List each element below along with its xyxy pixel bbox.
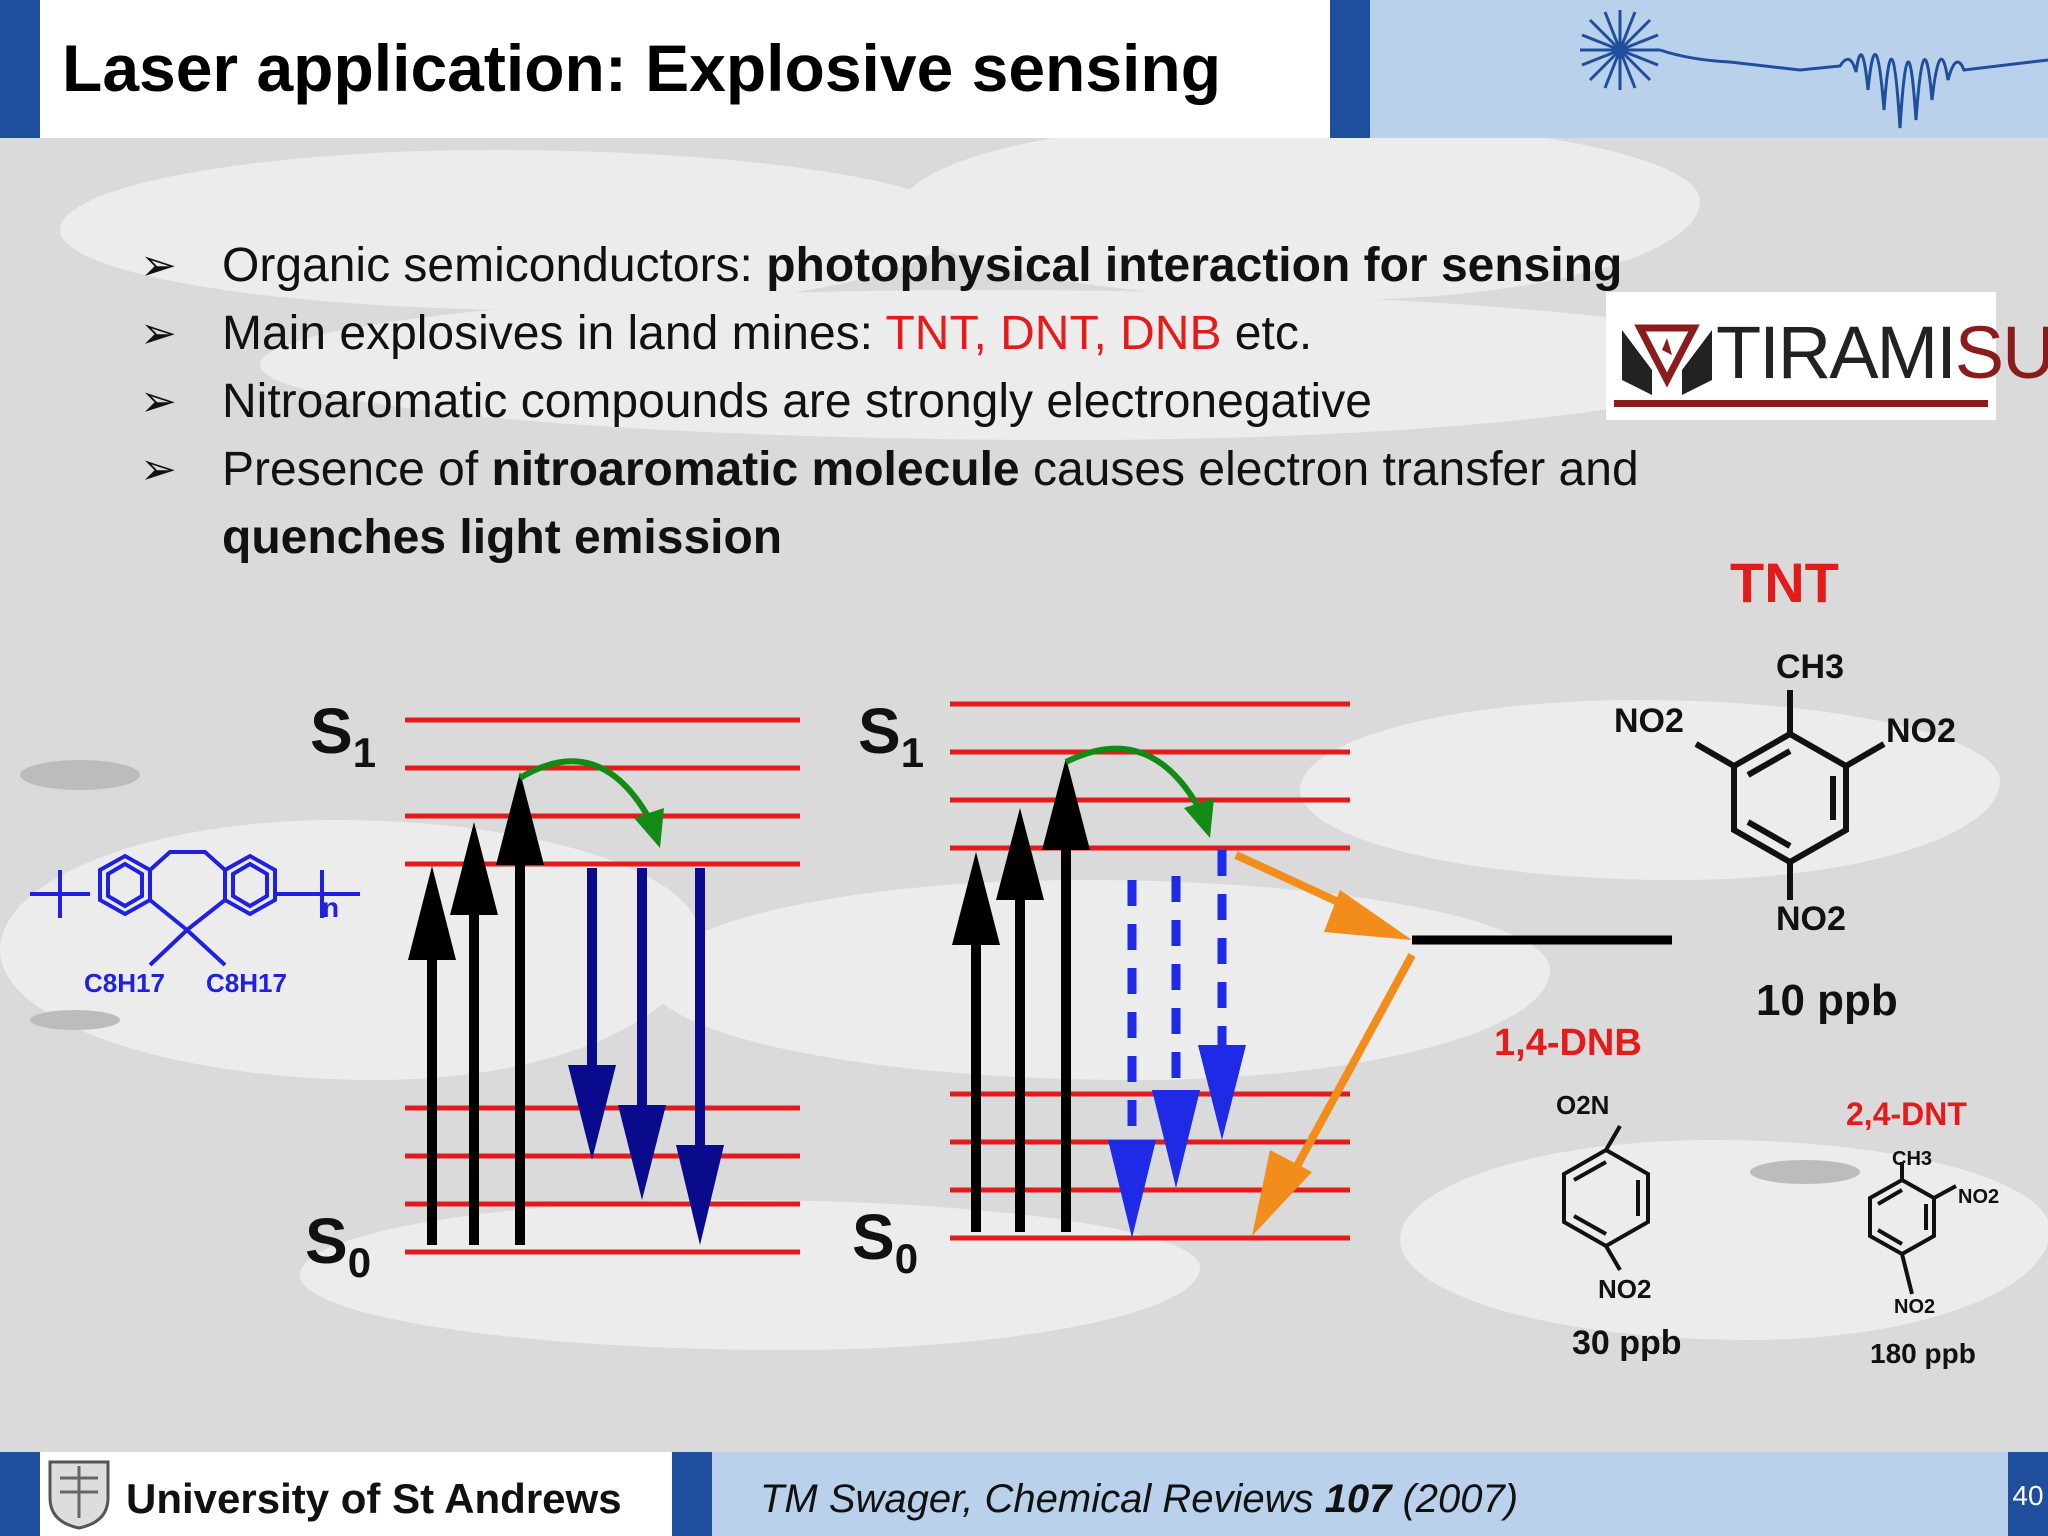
right-quenched-emission-arrows <box>1108 850 1246 1238</box>
bullet-text: Main explosives in land mines: <box>222 307 886 360</box>
right-s0-label: S0 <box>852 1201 919 1282</box>
left-s0-levels <box>405 1105 800 1255</box>
bullet-item: ➢ Presence of nitroaromatic molecule cau… <box>140 436 1740 572</box>
bullet-list: ➢ Organic semiconductors: photophysical … <box>140 232 1740 572</box>
right-relaxation-arrow <box>1064 745 1203 812</box>
tnt-no2-left-label: NO2 <box>1614 702 1684 740</box>
left-s1-levels <box>405 717 800 867</box>
right-s1-label: S1 <box>858 695 925 776</box>
header-title-panel <box>40 0 1330 138</box>
dnb-top-label: O2N <box>1556 1090 1610 1120</box>
left-absorption-arrows <box>408 772 544 1245</box>
polymer-side-chain-1: C8H17 <box>84 968 165 998</box>
tnt-structure <box>1694 690 1886 900</box>
dnt-name: 2,4-DNT <box>1846 1096 1967 1132</box>
footer-page-panel <box>2008 1452 2048 1536</box>
electron-transfer-arrows <box>1234 851 1416 1236</box>
bullet-text-red: TNT, DNT, DNB <box>885 307 1222 360</box>
dnt-detection-limit: 180 ppb <box>1870 1338 1976 1369</box>
tiramisu-logo: TIRAMISU <box>1606 292 2048 420</box>
dnb-name: 1,4-DNB <box>1494 1022 1642 1064</box>
footer-citation-panel <box>712 1452 2008 1536</box>
bullet-text-bold: quenches light emission <box>222 511 783 564</box>
tnt-name: TNT <box>1730 551 1839 614</box>
arrow-bullet-icon: ➢ <box>140 445 177 494</box>
bullet-item: ➢ Organic semiconductors: photophysical … <box>140 232 1740 300</box>
tnt-ch3-label: CH3 <box>1776 648 1845 686</box>
university-crest-icon <box>48 1460 110 1530</box>
page-title: Laser application: Explosive sensing <box>62 31 1222 105</box>
dnb-structure <box>1562 1124 1650 1272</box>
polymer-n-label: n <box>322 892 340 923</box>
citation: TM Swager, Chemical Reviews 107 (2007) <box>760 1477 1519 1521</box>
dnt-no2-bottom-label: NO2 <box>1894 1296 1936 1318</box>
tnt-no2-right-label: NO2 <box>1886 712 1956 750</box>
arrow-bullet-icon: ➢ <box>140 377 177 426</box>
bullet-item: ➢ Nitroaromatic compounds are strongly e… <box>140 368 1740 436</box>
university-name: University of St Andrews <box>126 1475 622 1522</box>
tnt-detection-limit: 10 ppb <box>1756 976 1898 1025</box>
polyfluorene-structure <box>30 850 360 967</box>
laser-pulse-icon <box>1580 10 2048 129</box>
footer-left-bar <box>0 1452 40 1536</box>
bullet-text: Organic semiconductors: <box>222 239 767 292</box>
header-separator <box>1330 0 1370 138</box>
dnt-ch3-label: CH3 <box>1892 1148 1933 1170</box>
bullet-text-bold: photophysical interaction for sensing <box>766 239 1623 292</box>
bullet-text: etc. <box>1221 307 1313 360</box>
logo-underline <box>1614 400 1988 407</box>
dnb-bottom-label: NO2 <box>1598 1274 1652 1304</box>
dnb-detection-limit: 30 ppb <box>1572 1324 1682 1362</box>
bullet-item: ➢ Main explosives in land mines: TNT, DN… <box>140 300 1740 368</box>
left-s0-label: S0 <box>305 1205 372 1286</box>
logo-text-accent: SU <box>1954 311 2048 394</box>
right-s1-levels <box>950 701 1350 851</box>
left-s1-label: S1 <box>310 695 377 776</box>
footer-separator <box>672 1452 712 1536</box>
dnt-structure <box>1868 1162 1957 1295</box>
hands-logo-icon <box>1622 324 1712 395</box>
tnt-no2-bottom-label: NO2 <box>1776 900 1846 938</box>
footer-university-panel <box>40 1452 672 1536</box>
left-relaxation-arrow <box>518 758 653 822</box>
bullet-text-bold: nitroaromatic molecule <box>491 443 1020 496</box>
bullet-text: Presence of <box>222 443 492 496</box>
dnt-no2-right-label: NO2 <box>1958 1186 2000 1208</box>
logo-text-main: TIRAMI <box>1716 311 1957 394</box>
page-number: 40 <box>2012 1480 2044 1511</box>
arrow-bullet-icon: ➢ <box>140 241 177 290</box>
header-left-bar <box>0 0 40 138</box>
header-graphic-panel <box>1370 0 2048 138</box>
bullet-text: Nitroaromatic compounds are strongly ele… <box>222 375 1372 428</box>
polymer-side-chain-2: C8H17 <box>206 968 287 998</box>
left-emission-arrows <box>568 868 724 1245</box>
right-absorption-arrows <box>952 758 1090 1232</box>
bullet-text: causes electron transfer and <box>1019 443 1639 496</box>
arrow-bullet-icon: ➢ <box>140 309 177 358</box>
